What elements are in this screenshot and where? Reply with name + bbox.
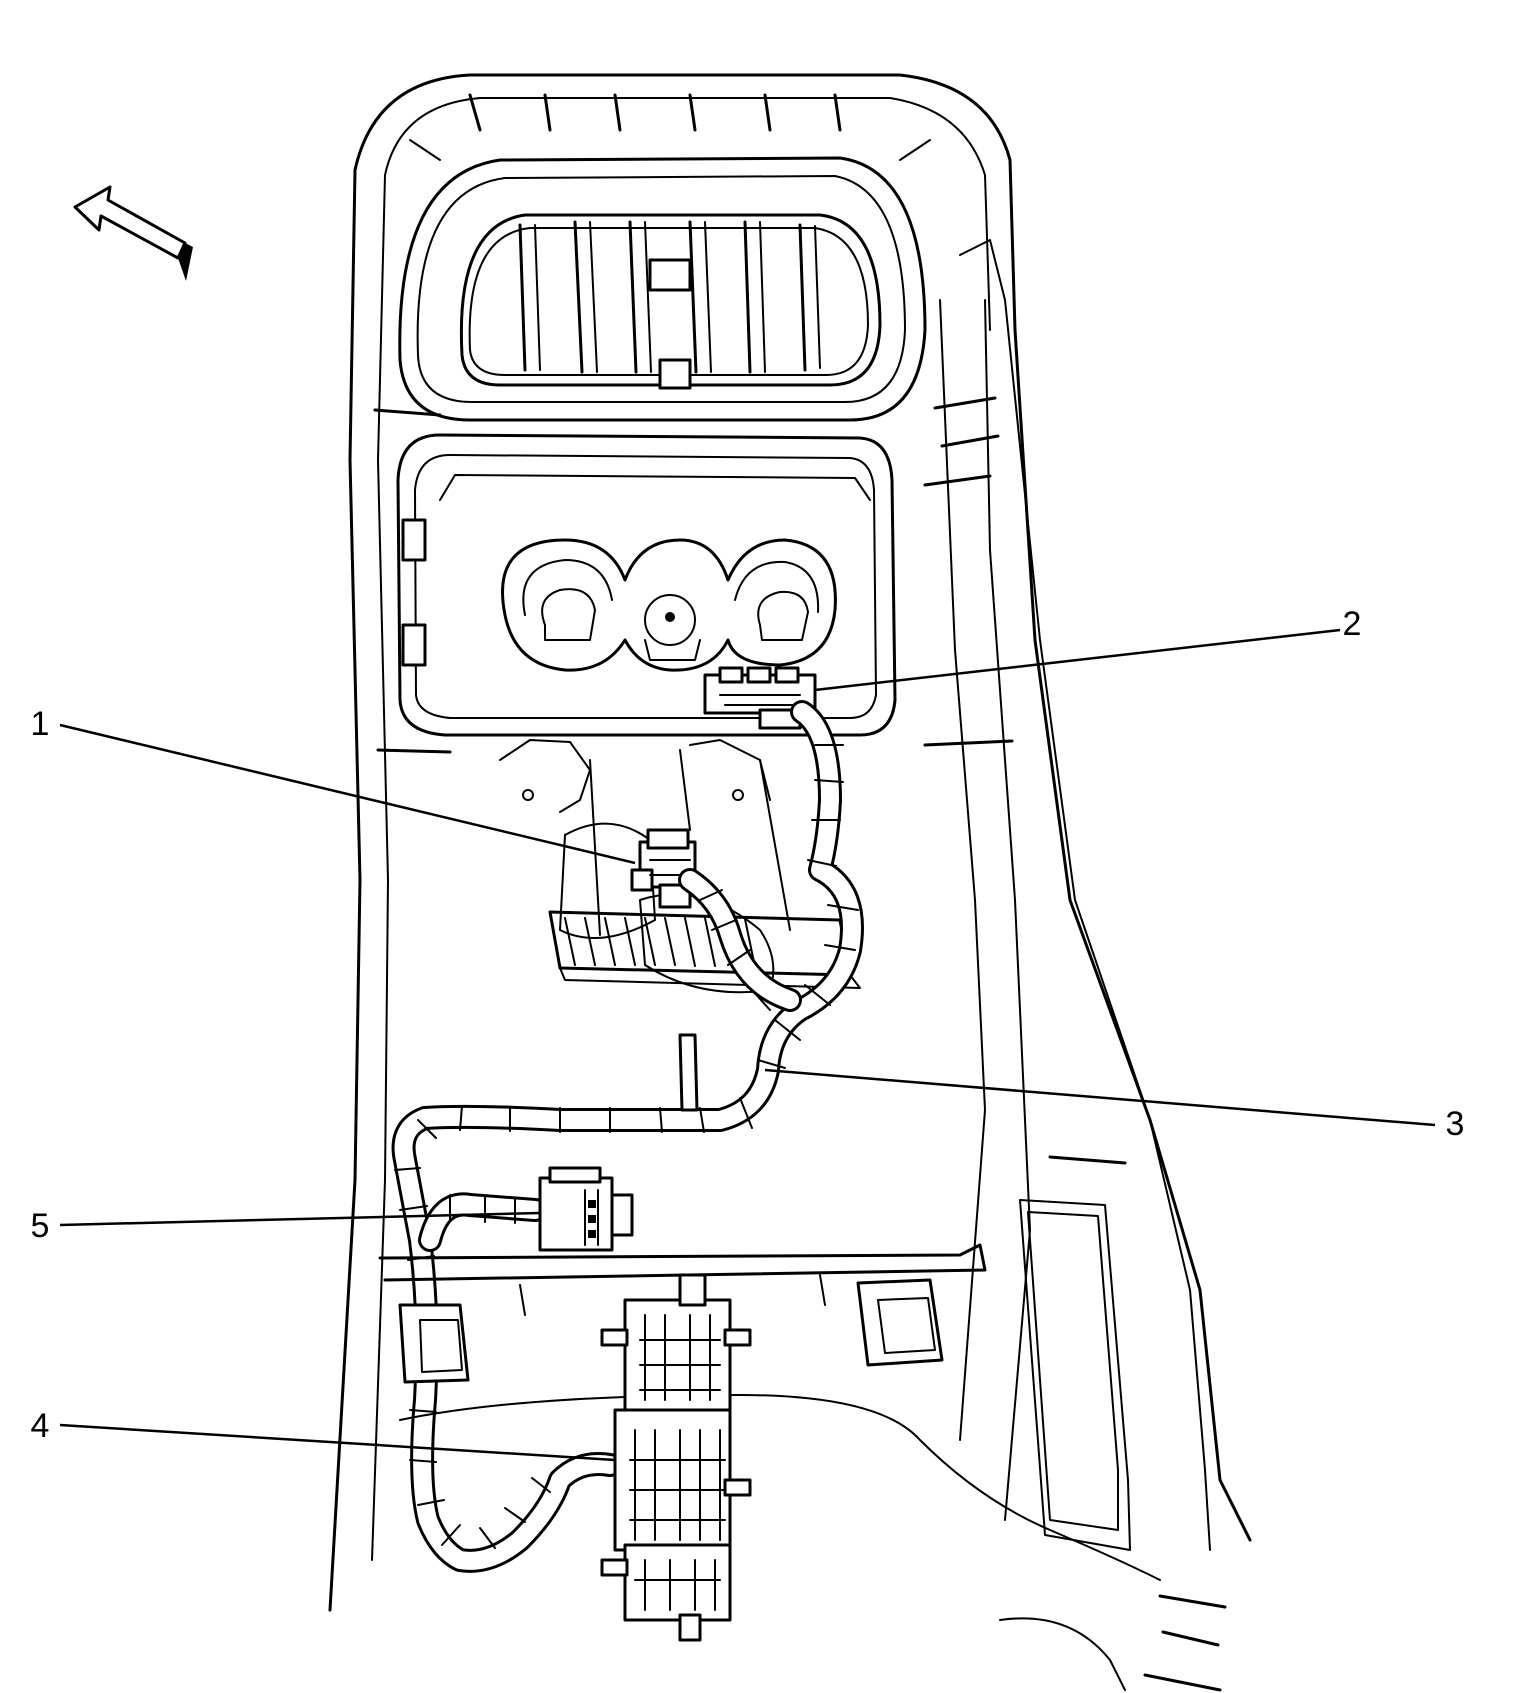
callout-4: 4 xyxy=(31,1407,50,1445)
callout-3: 3 xyxy=(1446,1105,1465,1143)
wiring-harness-3 xyxy=(391,700,864,1573)
leader-4 xyxy=(59,1423,616,1462)
leader-2 xyxy=(814,628,1341,692)
air-vent-outlet xyxy=(398,93,931,422)
connector-2 xyxy=(703,666,817,730)
leader-1 xyxy=(59,723,636,865)
leader-5 xyxy=(59,1211,541,1227)
connector-1 xyxy=(630,828,697,909)
cup-holder-tray xyxy=(396,433,897,737)
connector-5 xyxy=(538,1166,634,1252)
callout-2: 2 xyxy=(1343,605,1362,643)
lower-console-ledge xyxy=(378,1243,1161,1691)
forward-direction-arrow-icon xyxy=(73,185,193,281)
connector-block-4 xyxy=(600,1273,752,1642)
callout-labels: 1 2 3 4 5 xyxy=(31,605,1465,1445)
leader-3 xyxy=(764,1068,1436,1127)
callout-leaders xyxy=(59,628,1436,1462)
center-console-body xyxy=(328,73,1252,1692)
callout-1: 1 xyxy=(31,705,50,743)
callout-5: 5 xyxy=(31,1207,50,1245)
